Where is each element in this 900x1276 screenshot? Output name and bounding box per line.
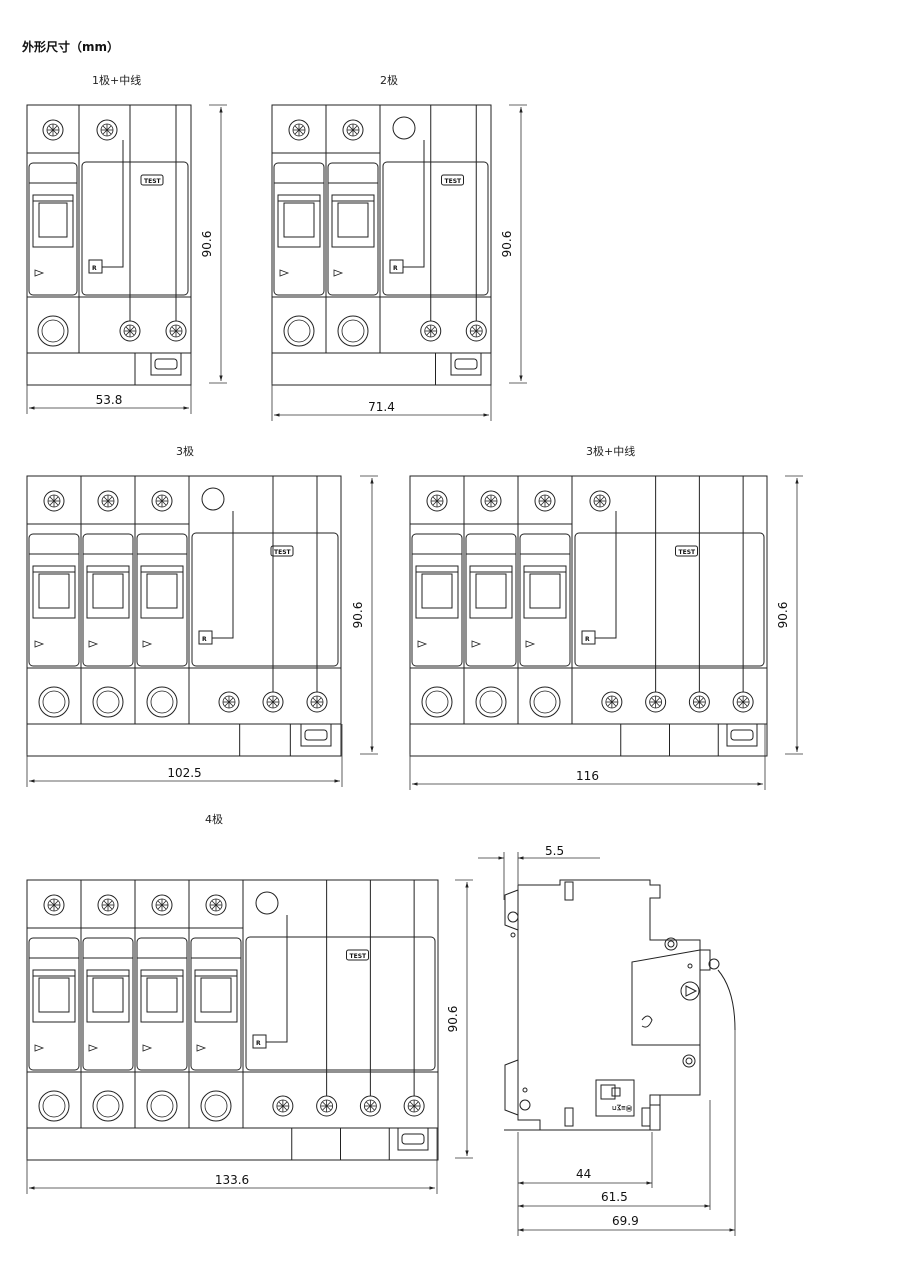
r-label: R — [256, 1040, 261, 1047]
mcb-top-terminal-screw-icon — [151, 490, 173, 512]
test-label: TEST — [144, 178, 162, 185]
front-view-4: TEST R 90.6 116 — [409, 475, 803, 790]
mcb-top-terminal-screw-icon — [480, 490, 502, 512]
mcb-pole-1 — [26, 475, 82, 725]
side-view-drawing: Ⓜ≡∑⊓ — [504, 879, 736, 1131]
test-button — [270, 545, 294, 557]
mcb-pole-2 — [463, 475, 519, 725]
width-dimension-label: 102.5 — [167, 766, 201, 780]
mcb-top-terminal-screw-icon — [534, 490, 556, 512]
mcb-pole-4 — [188, 879, 244, 1129]
test-label: TEST — [350, 953, 368, 960]
caption-view-2: 2极 — [380, 74, 398, 87]
test-hole-icon — [255, 891, 279, 915]
mcb-top-terminal-screw-icon — [43, 490, 65, 512]
height-dimension-label: 90.6 — [500, 231, 514, 258]
test-hole-icon — [201, 487, 225, 511]
rcd-module: TEST R — [571, 475, 768, 747]
mcb-pole-3 — [134, 879, 190, 1129]
width-dimension-label: 116 — [576, 769, 599, 783]
page-title: 外形尺寸（mm） — [22, 40, 120, 54]
mcb-top-terminal-screw-icon — [205, 894, 227, 916]
mcb-top-terminal-screw-icon — [97, 894, 119, 916]
front-view-1: TEST R 90.6 53.8 — [26, 104, 227, 414]
test-button — [441, 174, 464, 186]
svg-text:Ⓜ≡∑⊓: Ⓜ≡∑⊓ — [612, 1104, 632, 1112]
mcb-pole-1 — [271, 104, 327, 354]
test-button — [346, 949, 369, 961]
front-view-3: TEST R 90.6 102.5 — [26, 475, 378, 787]
rcd-bottom-terminal-screw-icon — [645, 691, 667, 713]
side-dim-top-label: 5.5 — [545, 844, 564, 858]
mcb-top-terminal-screw-icon — [97, 490, 119, 512]
width-dimension-label: 53.8 — [96, 393, 123, 407]
mcb-top-terminal-screw-icon — [342, 119, 364, 141]
mcb-pole-2 — [325, 104, 381, 354]
side-dim-depth-1: 44 — [576, 1167, 591, 1181]
mcb-top-terminal-screw-icon — [42, 119, 64, 141]
rcd-module: TEST R — [188, 475, 342, 747]
side-dim-depth-3: 69.9 — [612, 1214, 639, 1228]
rcd-bottom-terminal-screw-icon — [165, 320, 187, 342]
rcd-bottom-terminal-screw-icon — [218, 691, 240, 713]
rcd-top-terminal-screw-icon — [96, 119, 118, 141]
test-button — [675, 545, 698, 557]
test-label: TEST — [274, 549, 292, 556]
caption-view-4: 3极+中线 — [586, 445, 636, 458]
test-hole-icon — [392, 116, 416, 140]
mcb-pole-1 — [26, 104, 80, 354]
caption-view-5: 4极 — [205, 813, 223, 826]
height-dimension-label: 90.6 — [776, 602, 790, 629]
rcd-bottom-terminal-screw-icon — [272, 1095, 294, 1117]
rcd-module: TEST R — [379, 104, 492, 376]
mcb-pole-1 — [409, 475, 465, 725]
width-dimension-label: 133.6 — [215, 1173, 249, 1187]
width-dimension-label: 71.4 — [368, 400, 395, 414]
test-label: TEST — [679, 549, 697, 556]
height-dimension-label: 90.6 — [351, 602, 365, 629]
caption-view-3: 3极 — [176, 445, 194, 458]
mcb-top-terminal-screw-icon — [426, 490, 448, 512]
r-label: R — [202, 636, 207, 643]
front-view-5: TEST R 90.6 133.6 — [26, 879, 473, 1194]
caption-view-1: 1极+中线 — [92, 74, 142, 87]
mcb-pole-1 — [26, 879, 82, 1129]
rcd-module: TEST R — [78, 104, 192, 376]
rcd-module: TEST R — [242, 879, 439, 1151]
mcb-top-terminal-screw-icon — [288, 119, 310, 141]
r-label: R — [393, 265, 398, 272]
mcb-top-terminal-screw-icon — [43, 894, 65, 916]
rcd-top-terminal-screw-icon — [589, 490, 611, 512]
test-button — [140, 174, 164, 186]
height-dimension-label: 90.6 — [200, 231, 214, 258]
height-dimension-label: 90.6 — [446, 1006, 460, 1033]
rcd-bottom-terminal-screw-icon — [601, 691, 623, 713]
side-dim-depth-2: 61.5 — [601, 1190, 628, 1204]
rcd-bottom-terminal-screw-icon — [403, 1095, 425, 1117]
mcb-pole-3 — [134, 475, 190, 725]
test-label: TEST — [445, 178, 463, 185]
r-label: R — [92, 265, 97, 272]
mcb-top-terminal-screw-icon — [151, 894, 173, 916]
r-label: R — [585, 636, 590, 643]
mcb-pole-2 — [80, 475, 136, 725]
mcb-pole-3 — [517, 475, 573, 725]
mcb-pole-2 — [80, 879, 136, 1129]
front-view-2: TEST R 90.6 71.4 — [271, 104, 527, 421]
